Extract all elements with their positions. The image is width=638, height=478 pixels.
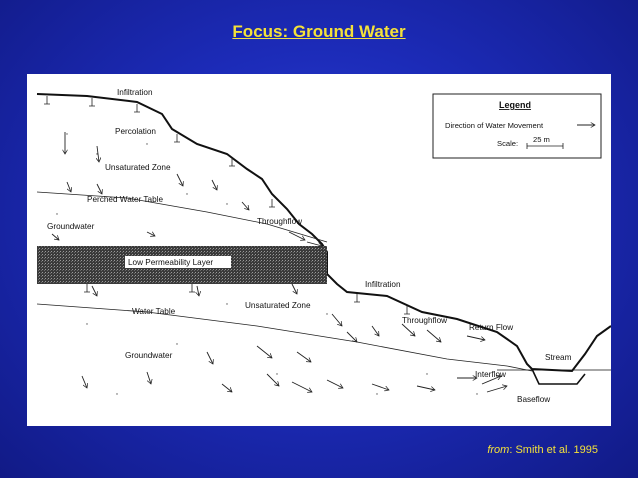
label-groundwater-lower: Groundwater: [125, 351, 173, 360]
soil-stipple: [56, 133, 478, 395]
water-table-line: [36, 303, 533, 372]
citation: from: Smith et al. 1995: [487, 444, 598, 456]
citation-prefix: from: [487, 444, 510, 456]
label-percolation: Percolation: [115, 127, 156, 136]
legend-scale-label: Scale:: [497, 139, 518, 148]
label-stream: Stream: [545, 353, 572, 362]
label-water-table: Water Table: [132, 307, 176, 316]
label-throughflow-upper: Throughflow: [257, 217, 302, 226]
label-baseflow: Baseflow: [517, 395, 550, 404]
perched-water-table-line: [36, 191, 328, 243]
infiltration-ticks: [44, 96, 410, 315]
diagram-canvas: Infiltration Percolation Unsaturated Zon…: [36, 88, 611, 404]
citation-rest: : Smith et al. 1995: [509, 444, 598, 456]
label-low-permeability-layer: Low Permeability Layer: [128, 258, 213, 267]
hydrology-diagram: Infiltration Percolation Unsaturated Zon…: [27, 74, 611, 426]
legend-scale-bar: [526, 143, 564, 149]
stream-channel: [531, 368, 586, 385]
label-interflow: Interflow: [475, 370, 506, 379]
label-throughflow-lower: Throughflow: [402, 316, 447, 325]
legend-direction-label: Direction of Water Movement: [445, 121, 544, 130]
label-perched-water-table: Perched Water Table: [87, 195, 163, 204]
legend-scale-value: 25 m: [533, 135, 550, 144]
label-infiltration-mid: Infiltration: [365, 280, 401, 289]
legend: Legend Direction of Water Movement Scale…: [432, 93, 602, 159]
legend-title: Legend: [499, 100, 531, 110]
label-unsaturated-zone-lower: Unsaturated Zone: [245, 301, 311, 310]
label-return-flow: Return Flow: [469, 323, 513, 332]
label-infiltration-top: Infiltration: [117, 88, 153, 97]
label-unsaturated-zone-upper: Unsaturated Zone: [105, 163, 171, 172]
label-groundwater-upper: Groundwater: [47, 222, 95, 231]
flow-arrows: [51, 132, 507, 392]
slide-title: Focus: Ground Water: [232, 22, 406, 41]
